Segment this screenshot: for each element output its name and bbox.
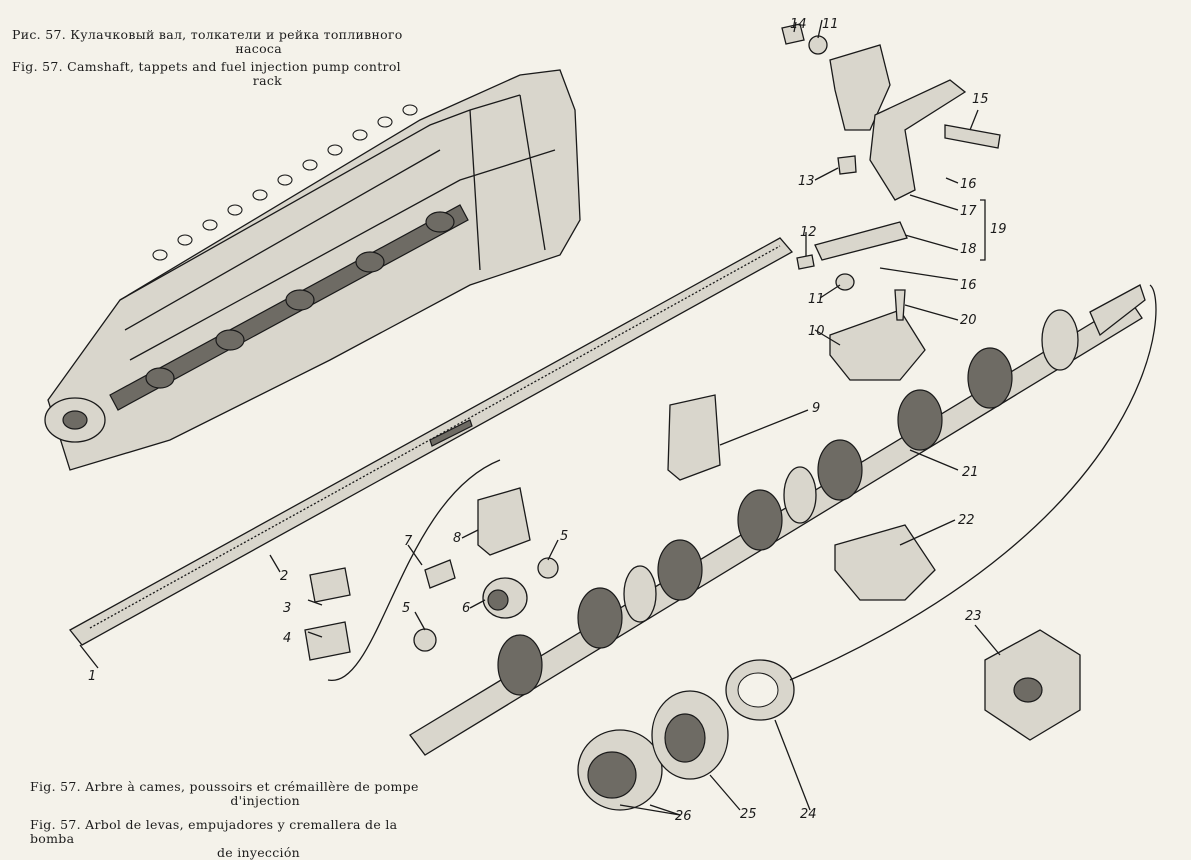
callout-11b: 11 (808, 292, 825, 307)
callout-18: 18 (960, 242, 977, 257)
callout-15: 15 (972, 92, 989, 107)
callout-16a: 16 (960, 177, 977, 192)
callout-7: 7 (404, 534, 413, 549)
callout-23: 23 (965, 609, 982, 624)
callout-25: 25 (740, 807, 757, 822)
callout-21: 21 (962, 465, 979, 480)
callout-10: 10 (808, 324, 825, 339)
caption-russian: Рис. 57. Кулачковый вал, толкатели и рей… (12, 28, 422, 56)
callout-3: 3 (283, 601, 291, 616)
callout-17: 17 (960, 204, 977, 219)
leader-lines (79, 19, 1157, 816)
caption-english: Fig. 57. Camshaft, tappets and fuel inje… (12, 60, 422, 88)
camshaft (409, 284, 1146, 756)
caption-spanish-line1: Fig. 57. Arbol de levas, empujadores y c… (30, 817, 398, 846)
callout-4: 4 (283, 631, 291, 646)
caption-spanish-line2: de inyección (216, 845, 300, 860)
callout-8: 8 (453, 531, 461, 546)
callout-6: 6 (462, 601, 470, 616)
callout-22: 22 (958, 513, 975, 528)
bracket-19 (980, 199, 986, 261)
caption-french-line1: Fig. 57. Arbre à cames, poussoirs et cré… (30, 779, 419, 794)
caption-russian-line2: насоса (235, 41, 282, 56)
caption-french: Fig. 57. Arbre à cames, poussoirs et cré… (30, 780, 440, 808)
callout-19: 19 (990, 222, 1007, 237)
callout-12: 12 (800, 225, 817, 240)
callout-26: 26 (675, 809, 692, 824)
callout-13: 13 (798, 174, 815, 189)
callout-5a: 5 (402, 601, 410, 616)
callout-24: 24 (800, 807, 817, 822)
control-rack (69, 237, 794, 646)
callout-14: 14 (790, 17, 807, 32)
callout-2: 2 (280, 569, 288, 584)
caption-french-line2: d'injection (230, 793, 300, 808)
callout-11a: 11 (822, 17, 839, 32)
caption-english-line2: rack (252, 73, 282, 88)
callout-5b: 5 (560, 529, 568, 544)
caption-russian-line1: Рис. 57. Кулачковый вал, толкатели и рей… (12, 27, 403, 42)
caption-english-line1: Fig. 57. Camshaft, tappets and fuel inje… (12, 59, 401, 74)
callout-20: 20 (960, 313, 977, 328)
callout-9: 9 (812, 401, 820, 416)
callout-16b: 16 (960, 278, 977, 293)
callout-1: 1 (88, 669, 96, 684)
bearing-parts (304, 23, 1081, 811)
callout-numbers: 1 2 3 4 5 5 6 7 8 9 10 11 11 12 13 14 15… (88, 17, 1007, 824)
pump-housing (44, 69, 581, 471)
caption-spanish: Fig. 57. Arbol de levas, empujadores y c… (30, 818, 440, 860)
